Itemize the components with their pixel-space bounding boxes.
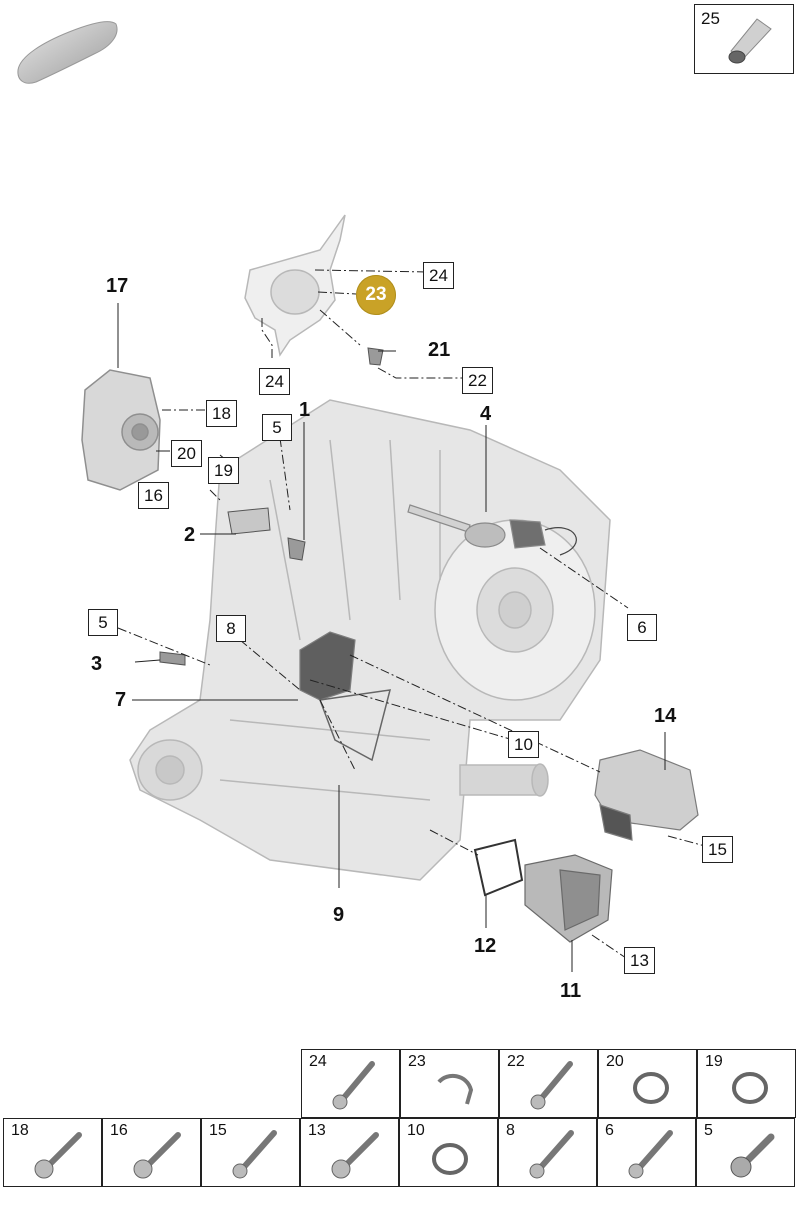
callout-box-15[interactable]: 15 [702,836,733,863]
clip-icon [437,1073,474,1105]
callout-21[interactable]: 21 [428,339,451,361]
callout-1[interactable]: 1 [299,399,311,421]
callout-23-highlighted[interactable]: 23 [356,275,396,315]
part-number: 16 [110,1122,128,1139]
callout-17[interactable]: 17 [106,275,129,297]
oring-icon [432,1143,468,1175]
part-21 [367,347,384,366]
gasket-9 [318,689,392,762]
callout-box-22[interactable]: 22 [462,367,493,394]
grease-tube-icon [728,18,772,64]
callout-2[interactable]: 2 [184,524,196,546]
flange-bolt-icon [331,1132,379,1179]
part-25-box[interactable]: 25 [694,4,794,74]
callout-box-18[interactable]: 18 [206,400,237,427]
part-number: 15 [209,1122,227,1139]
part-number: 25 [701,9,720,28]
actuator-14 [594,749,699,831]
part-cell-6[interactable]: 6 [597,1118,696,1187]
callout-box-13[interactable]: 13 [624,947,655,974]
flange-bolt-icon [133,1132,181,1179]
sensor-3 [159,651,186,666]
callout-box-5-lower[interactable]: 5 [88,609,118,636]
part-cell-15[interactable]: 15 [201,1118,300,1187]
bracket-2 [227,507,271,535]
part-number: 23 [408,1053,426,1070]
part-cell-19[interactable]: 19 [697,1049,796,1118]
part-cell-16[interactable]: 16 [102,1118,201,1187]
callout-9[interactable]: 9 [333,904,345,926]
callout-4[interactable]: 4 [480,403,492,425]
part-number: 18 [11,1122,29,1139]
part-cell-10[interactable]: 10 [399,1118,498,1187]
part-number: 8 [506,1122,515,1139]
part-cell-18[interactable]: 18 [3,1118,102,1187]
callout-3[interactable]: 3 [91,653,103,675]
part-number: 6 [605,1122,614,1139]
part-cell-24[interactable]: 24 [301,1049,400,1118]
flange-bolt-icon [34,1132,82,1179]
torx-bolt-icon [730,1133,775,1178]
callout-box-19[interactable]: 19 [208,457,239,484]
part-cell-13[interactable]: 13 [300,1118,399,1187]
callout-14[interactable]: 14 [654,705,677,727]
seal-ring-12 [473,838,524,897]
callout-box-24-top[interactable]: 24 [423,262,454,289]
callout-box-5-upper[interactable]: 5 [262,414,292,441]
callout-box-20[interactable]: 20 [171,440,202,467]
bolt-icon [530,1061,573,1110]
bolt-icon [529,1130,574,1179]
sensor-1 [287,537,306,561]
part-number: 20 [606,1053,624,1070]
oring-icon [633,1072,669,1104]
part-cell-8[interactable]: 8 [498,1118,597,1187]
bolt-icon [332,1061,375,1110]
callout-11[interactable]: 11 [560,980,582,1002]
part-number: 13 [308,1122,326,1139]
callout-12[interactable]: 12 [474,935,497,957]
oring-icon [732,1072,768,1104]
callout-box-6[interactable]: 6 [627,614,657,641]
callout-box-16[interactable]: 16 [138,482,169,509]
part-cell-23[interactable]: 23 [400,1049,499,1118]
bolt-icon [628,1130,673,1179]
part-number: 22 [507,1053,525,1070]
transmission-illustration [81,214,706,972]
part-cell-20[interactable]: 20 [598,1049,697,1118]
part-number: 24 [309,1053,327,1070]
part-cell-5[interactable]: 5 [696,1118,795,1187]
part-7-housing [299,631,356,701]
part-number: 10 [407,1122,425,1139]
part-cell-22[interactable]: 22 [499,1049,598,1118]
bolt-icon [232,1130,277,1179]
callout-box-8[interactable]: 8 [216,615,246,642]
mechatronic-unit [81,369,161,491]
car-silhouette-icon [17,21,118,84]
callout-7[interactable]: 7 [115,689,127,711]
callout-box-24-bottom[interactable]: 24 [259,368,290,395]
callout-box-10[interactable]: 10 [508,731,539,758]
part-number: 5 [704,1122,713,1139]
part-number: 19 [705,1053,723,1070]
